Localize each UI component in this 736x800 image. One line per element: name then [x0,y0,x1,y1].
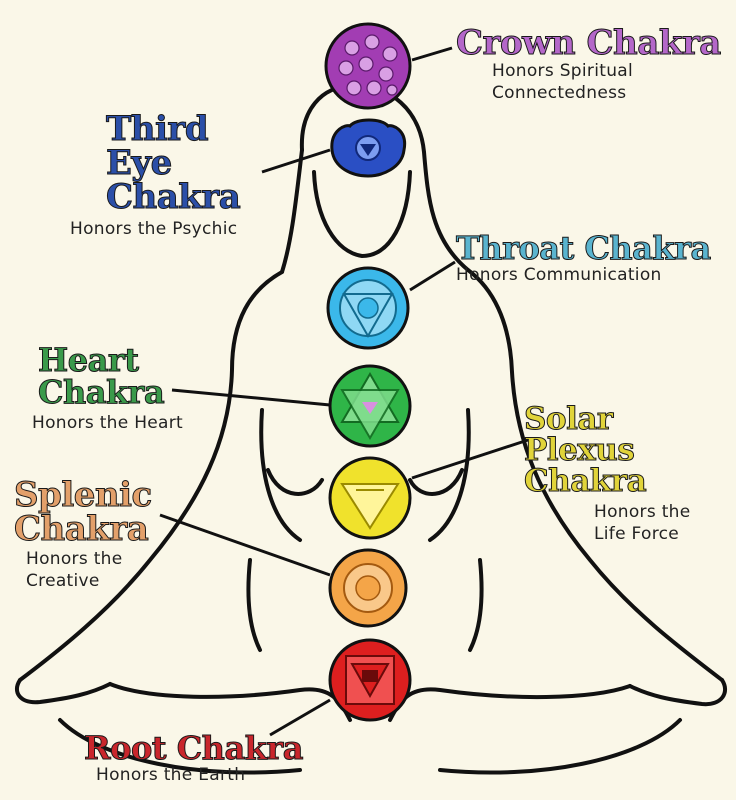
third-eye-subtitle: Honors the Psychic [70,219,238,239]
third-eye-title-line2: Chakra [106,177,242,217]
throat-connector [409,260,456,292]
solar-subtitle-line2: Life Force [594,524,680,544]
throat-title: Throat Chakra [456,229,712,267]
splenic-chakra-symbol [328,548,408,628]
solar-chakra-symbol [328,456,412,540]
solar-title-line2: Chakra [524,463,648,499]
throat-subtitle: Honors Communication [456,265,662,285]
crown-connector [411,46,453,62]
heart-subtitle: Honors the Heart [32,413,184,433]
crown-chakra-symbol [324,22,412,110]
splenic-title-line2: Chakra [14,509,150,549]
splenic-subtitle-line1: Honors the [26,549,123,569]
crown-subtitle-line1: Honors Spiritual [492,61,634,81]
crown-title: Crown Chakra [456,23,722,63]
heart-chakra-symbol [328,364,412,448]
heart-title-line2: Chakra [38,373,166,411]
third-eye-connector [261,148,331,174]
throat-label: Throat Chakra Honors Communication [456,232,728,286]
connector-lines [159,46,529,737]
splenic-subtitle-line2: Creative [26,571,100,591]
third-eye-label: Third Eye Chakra Honors the Psychic [70,112,280,240]
root-label: Root Chakra Honors the Earth [84,732,314,786]
crown-label: Crown Chakra Honors Spiritual Connectedn… [456,26,726,104]
heart-title-line1: Heart [38,341,140,379]
third-eye-title-line1: Third Eye [106,109,210,183]
heart-connector [171,388,331,407]
crown-subtitle-line2: Connectedness [492,83,627,103]
splenic-connector [159,513,331,577]
root-subtitle: Honors the Earth [96,765,246,785]
throat-chakra-symbol [326,266,410,350]
solar-connector [411,438,529,480]
root-title: Root Chakra [84,729,304,767]
root-connector [269,698,331,737]
heart-label: Heart Chakra Honors the Heart [32,344,222,434]
root-chakra-symbol [328,638,412,722]
solar-title-line1: Solar Plexus [524,401,636,468]
solar-label: Solar Plexus Chakra Honors the Life Forc… [524,401,730,545]
third-eye-chakra-symbol [330,118,407,178]
splenic-title-line1: Splenic [14,475,153,515]
solar-subtitle-line1: Honors the [594,502,691,522]
splenic-label: Splenic Chakra Honors the Creative [14,478,184,592]
